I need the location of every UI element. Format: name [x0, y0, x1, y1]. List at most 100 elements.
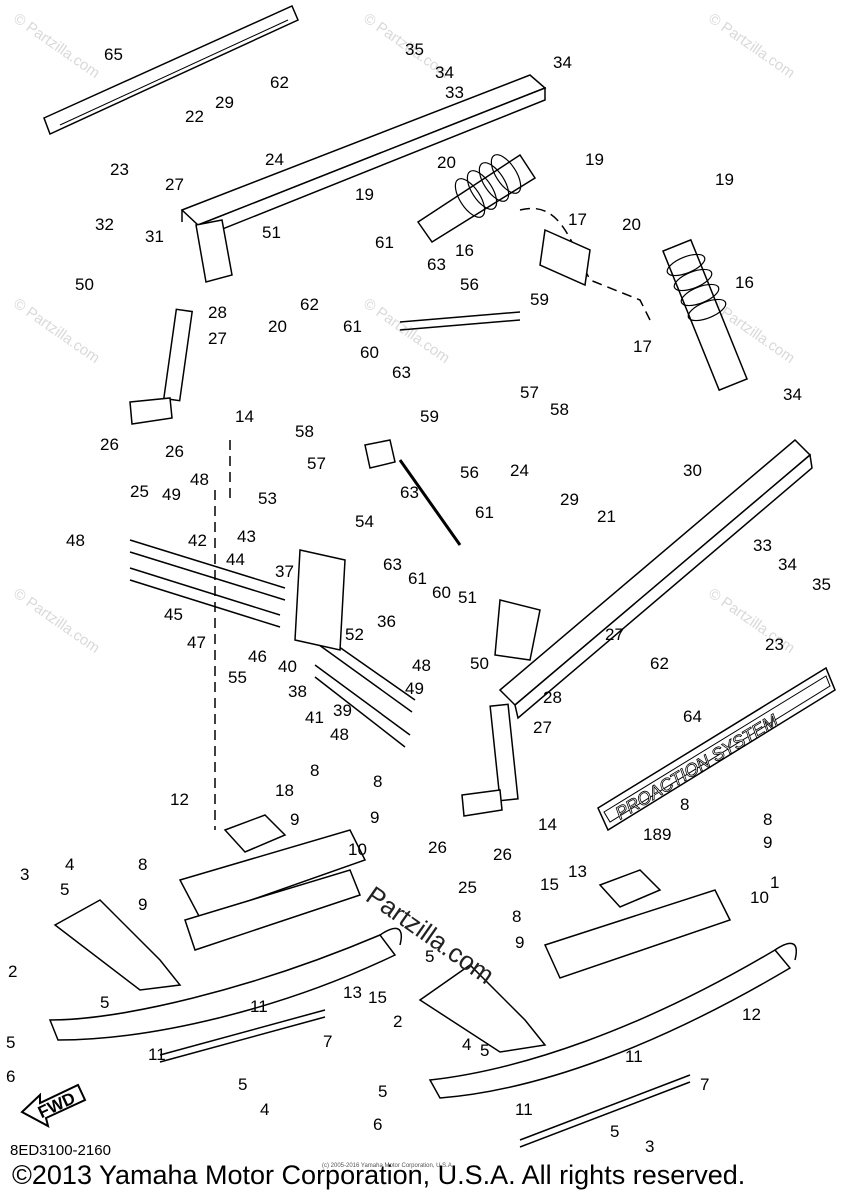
part-label-38: 38: [288, 682, 307, 701]
part-label-48: 48: [412, 656, 431, 675]
part-label-3: 3: [645, 1137, 654, 1156]
part-label-26: 26: [493, 845, 512, 864]
part-label-14: 14: [538, 815, 557, 834]
part-label-50: 50: [75, 275, 94, 294]
part-label-21: 21: [597, 507, 616, 526]
part-label-18: 18: [275, 781, 294, 800]
part-label-4: 4: [462, 1035, 471, 1054]
part-label-34: 34: [553, 53, 572, 72]
part-label-5: 5: [610, 1122, 619, 1141]
part-label-57: 57: [307, 454, 326, 473]
part-label-9: 9: [763, 833, 772, 852]
part-label-16: 16: [455, 241, 474, 260]
part-label-9: 9: [370, 808, 379, 827]
part-label-27: 27: [165, 175, 184, 194]
part-label-5: 5: [425, 947, 434, 966]
part-label-56: 56: [460, 275, 479, 294]
part-label-12: 12: [170, 790, 189, 809]
part-label-5: 5: [100, 993, 109, 1012]
part-label-13: 13: [568, 862, 587, 881]
part-label-33: 33: [753, 536, 772, 555]
copyright-notice: ©2013 Yamaha Motor Corporation, U.S.A. A…: [12, 1160, 746, 1190]
part-label-61: 61: [475, 503, 494, 522]
part-label-19: 19: [715, 170, 734, 189]
part-label-56: 56: [460, 463, 479, 482]
part-label-51: 51: [262, 223, 281, 242]
part-label-22: 22: [185, 107, 204, 126]
part-label-5: 5: [480, 1041, 489, 1060]
part-label-48: 48: [330, 725, 349, 744]
part-label-9: 9: [662, 825, 671, 844]
part-label-9: 9: [515, 933, 524, 952]
part-label-46: 46: [248, 647, 267, 666]
part-label-58: 58: [550, 400, 569, 419]
part-label-41: 41: [305, 708, 324, 727]
part-label-35: 35: [405, 40, 424, 59]
part-label-60: 60: [432, 583, 451, 602]
part-label-20: 20: [437, 153, 456, 172]
part-label-17: 17: [568, 210, 587, 229]
part-label-34: 34: [778, 555, 797, 574]
part-label-12: 12: [742, 1005, 761, 1024]
part-label-30: 30: [683, 461, 702, 480]
part-label-2: 2: [393, 1012, 402, 1031]
part-label-44: 44: [226, 550, 245, 569]
part-label-34: 34: [783, 385, 802, 404]
part-label-62: 62: [650, 654, 669, 673]
part-label-53: 53: [258, 489, 277, 508]
fwd-label: FWD: [35, 1088, 78, 1122]
part-label-60: 60: [360, 343, 379, 362]
part-label-27: 27: [533, 718, 552, 737]
part-label-42: 42: [188, 531, 207, 550]
part-label-2: 2: [8, 962, 17, 981]
part-label-14: 14: [235, 407, 254, 426]
part-label-25: 25: [458, 878, 477, 897]
tiny-credit: (c) 2005-2016 Yamaha Motor Corporation, …: [322, 1163, 454, 1169]
part-label-23: 23: [110, 160, 129, 179]
part-label-8: 8: [680, 795, 689, 814]
part-label-36: 36: [377, 612, 396, 631]
part-label-10: 10: [750, 888, 769, 907]
part-label-45: 45: [164, 605, 183, 624]
part-label-64: 64: [683, 707, 702, 726]
part-label-26: 26: [165, 442, 184, 461]
part-label-49: 49: [162, 485, 181, 504]
part-label-62: 62: [270, 73, 289, 92]
part-label-43: 43: [237, 527, 256, 546]
part-label-9: 9: [138, 895, 147, 914]
part-label-8: 8: [763, 810, 772, 829]
part-label-9: 9: [290, 810, 299, 829]
part-label-48: 48: [66, 531, 85, 550]
part-label-8: 8: [310, 761, 319, 780]
part-label-20: 20: [622, 215, 641, 234]
part-label-65: 65: [104, 45, 123, 64]
part-label-7: 7: [323, 1032, 332, 1051]
part-label-19: 19: [585, 150, 604, 169]
part-label-19: 19: [355, 185, 374, 204]
part-label-54: 54: [355, 512, 374, 531]
part-label-13: 13: [343, 983, 362, 1002]
part-label-26: 26: [100, 435, 119, 454]
part-label-1: 1: [770, 873, 779, 892]
part-label-31: 31: [145, 227, 164, 246]
part-label-27: 27: [208, 329, 227, 348]
part-label-28: 28: [543, 688, 562, 707]
part-label-11: 11: [625, 1047, 643, 1066]
part-label-35: 35: [812, 575, 831, 594]
part-label-24: 24: [510, 461, 529, 480]
part-label-48: 48: [190, 470, 209, 489]
part-label-57: 57: [520, 383, 539, 402]
part-label-28: 28: [208, 303, 227, 322]
part-label-34: 34: [435, 63, 454, 82]
part-label-39: 39: [333, 701, 352, 720]
part-label-50: 50: [470, 654, 489, 673]
part-label-61: 61: [408, 569, 427, 588]
part-label-49: 49: [405, 679, 424, 698]
part-label-63: 63: [427, 255, 446, 274]
part-label-11: 11: [148, 1045, 166, 1064]
part-label-62: 62: [300, 295, 319, 314]
part-label-10: 10: [348, 840, 367, 859]
part-label-27: 27: [605, 625, 624, 644]
part-label-51: 51: [458, 588, 477, 607]
